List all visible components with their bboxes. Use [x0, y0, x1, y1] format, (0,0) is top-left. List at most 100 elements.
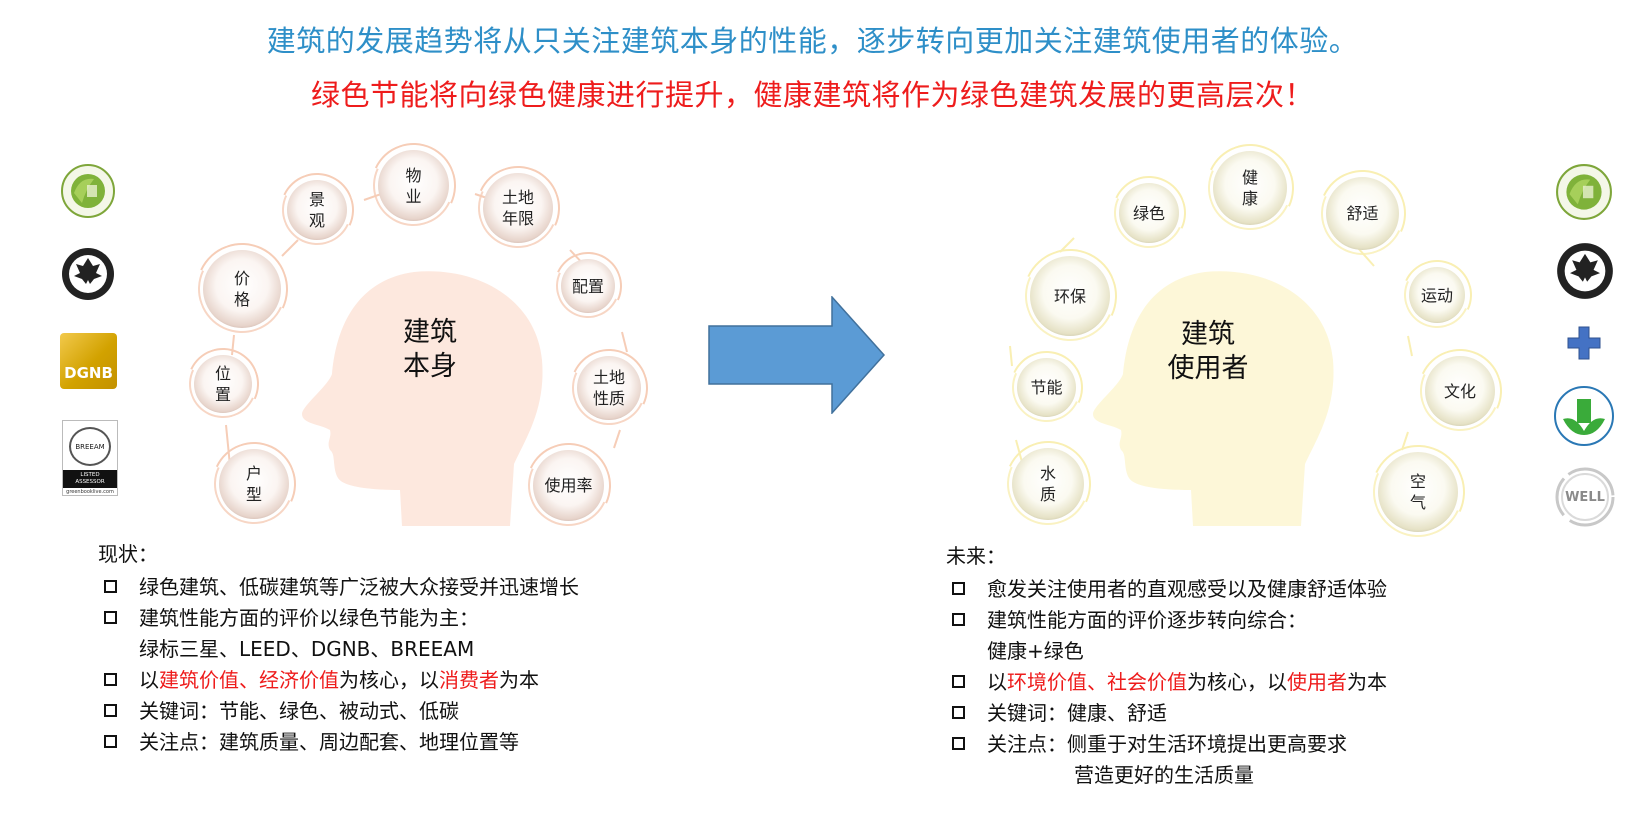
right-center-label: 建筑 使用者	[1167, 319, 1249, 384]
list-item: 建筑性能方面的评价以绿色节能为主：	[98, 604, 579, 635]
list-item: 绿色建筑、低碳建筑等广泛被大众接受并迅速增长	[98, 573, 579, 604]
checkbox-square-icon	[104, 580, 117, 593]
right-bubble-energy-saving: 节能	[999, 340, 1094, 435]
left-bubble-landscape: 景 观	[269, 162, 365, 258]
right-bubble-air: 空 气	[1357, 431, 1479, 553]
list-item-text: 关注点：建筑质量、周边配套、地理位置等	[139, 728, 519, 756]
headline-trend: 建筑的发展趋势将从只关注建筑本身的性能，逐步转向更加关注建筑使用者的体验。	[266, 24, 1359, 58]
breeam-badge: LISTED ASSESSOR	[63, 470, 117, 488]
green-building-label-icon	[61, 164, 115, 218]
list-item: 关键词：节能、绿色、被动式、低碳	[98, 697, 579, 728]
green-building-label-logo	[60, 163, 116, 219]
green-building-label-icon	[1556, 164, 1612, 220]
right-bubble-culture: 文化	[1406, 337, 1514, 445]
list-item-text: 建筑性能方面的评价以绿色节能为主：	[139, 604, 479, 632]
highlight-text: 建筑价值、经济价值	[159, 668, 339, 692]
connector-line	[1009, 345, 1013, 367]
checkbox-square-icon	[104, 735, 117, 748]
right-bubble-health: 健 康	[1193, 131, 1307, 245]
checkbox-square-icon	[104, 673, 117, 686]
leed-usgbc-logo	[60, 246, 116, 302]
connector-line	[1407, 335, 1413, 357]
connector-line	[613, 429, 621, 449]
breeam-seal: BREEAM	[69, 427, 111, 466]
list-item: 关注点：建筑质量、周边配套、地理位置等	[98, 728, 579, 759]
list-item-text: 以环境价值、社会价值为核心，以使用者为本	[987, 668, 1387, 696]
right-bubble-water-quality: 水 质	[992, 428, 1104, 540]
left-bubble-location: 位 置	[176, 337, 270, 431]
text-segment: 为本	[499, 668, 539, 692]
checkbox-square-icon	[952, 706, 965, 719]
well-logo-text: WELL	[1565, 489, 1605, 505]
list-item-text: 关键词：健康、舒适	[987, 699, 1167, 727]
leed-leaf-icon	[1557, 243, 1613, 299]
list-item: 关注点：侧重于对生活环境提出更高要求	[946, 730, 1387, 761]
left-bubble-property-mgmt: 物 业	[359, 131, 468, 240]
list-item-text: 建筑性能方面的评价逐步转向综合：	[987, 606, 1307, 634]
checkbox-square-icon	[952, 613, 965, 626]
list-item-text: 绿色建筑、低碳建筑等广泛被大众接受并迅速增长	[139, 573, 579, 601]
left-bubble-land-term: 土地 年限	[464, 154, 572, 262]
list-item-continuation: 营造更好的生活质量	[1074, 763, 1254, 787]
text-segment: 关键词：节能、绿色、被动式、低碳	[139, 699, 459, 723]
checkbox-square-icon	[104, 704, 117, 717]
text-segment: 建筑性能方面的评价逐步转向综合：	[987, 608, 1307, 632]
right-bubble-environmental: 环保	[1009, 235, 1131, 357]
left-center-label: 建筑 本身	[403, 317, 457, 382]
left-bubble-unit-type: 户 型	[200, 430, 308, 538]
highlight-text: 消费者	[439, 668, 499, 692]
list-item-text: 关注点：侧重于对生活环境提出更高要求	[987, 730, 1347, 758]
highlight-text: 环境价值、社会价值	[1007, 670, 1187, 694]
breeam-logo-text: BREEAM	[75, 442, 105, 451]
text-segment: 以	[139, 668, 159, 692]
checkbox-square-icon	[952, 675, 965, 688]
text-segment: 绿色建筑、低碳建筑等广泛被大众接受并迅速增长	[139, 575, 579, 599]
list-item-continuation: 健康+绿色	[987, 639, 1084, 663]
right-bubble-green: 绿色	[1101, 165, 1197, 261]
left-bubble-facilities: 配置	[544, 242, 632, 330]
well-ring-icon	[1555, 467, 1615, 527]
connector-line	[1357, 247, 1375, 267]
text-segment: 关键词：健康、舒适	[987, 701, 1167, 725]
text-segment: 为本	[1347, 670, 1387, 694]
text-segment: 为核心，以	[339, 668, 439, 692]
healthy-building-icon	[1554, 386, 1614, 446]
text-segment: 建筑性能方面的评价以绿色节能为主：	[139, 606, 479, 630]
list-item-text: 愈发关注使用者的直观感受以及健康舒适体验	[987, 575, 1387, 603]
checkbox-square-icon	[952, 582, 965, 595]
connector-line	[1059, 237, 1075, 253]
list-item: 关键词：健康、舒适	[946, 699, 1387, 730]
breeam-listed-assessor-logo: BREEAM LISTED ASSESSOR greenbooklive.com	[62, 420, 118, 496]
left-head-silhouette	[302, 271, 543, 526]
connector-line	[621, 331, 628, 353]
list-item-continuation: 绿标三星、LEED、DGNB、BREEAM	[139, 637, 475, 661]
connector-line	[1401, 431, 1409, 451]
breeam-site: greenbooklive.com	[66, 489, 114, 495]
right-leed-usgbc-logo	[1555, 240, 1615, 302]
connector-line	[281, 239, 299, 257]
text-segment: 关注点：建筑质量、周边配套、地理位置等	[139, 730, 519, 754]
highlight-text: 使用者	[1287, 670, 1347, 694]
checkbox-square-icon	[952, 737, 965, 750]
right-future-list: 未来： 愈发关注使用者的直观感受以及健康舒适体验建筑性能方面的评价逐步转向综合：…	[946, 540, 1387, 792]
text-segment: 关注点：侧重于对生活环境提出更高要求	[987, 732, 1347, 756]
dgnb-logo-text: DGNB	[64, 364, 113, 382]
list-item-text: 关键词：节能、绿色、被动式、低碳	[139, 697, 459, 725]
right-bubble-exercise: 运动	[1392, 250, 1482, 340]
list-item: 以环境价值、社会价值为核心，以使用者为本	[946, 668, 1387, 699]
list-item: 以建筑价值、经济价值为核心，以消费者为本	[98, 666, 579, 697]
left-bubble-price: 价 格	[183, 230, 301, 348]
healthy-building-label-logo	[1553, 385, 1615, 447]
left-status-list: 现状： 绿色建筑、低碳建筑等广泛被大众接受并迅速增长建筑性能方面的评价以绿色节能…	[98, 538, 579, 759]
right-bubble-comfort: 舒适	[1306, 157, 1419, 270]
text-segment: 愈发关注使用者的直观感受以及健康舒适体验	[987, 577, 1387, 601]
list-item: 建筑性能方面的评价逐步转向综合：	[946, 606, 1387, 637]
left-bubble-land-nature: 土地 性质	[559, 338, 659, 438]
plus-icon	[1566, 325, 1602, 361]
transition-arrow-icon	[708, 296, 886, 414]
connector-line	[231, 334, 235, 356]
left-list-title: 现状：	[98, 542, 158, 566]
dgnb-logo: DGNB	[60, 333, 117, 389]
right-head-silhouette	[1093, 271, 1334, 526]
text-segment: 为核心，以	[1187, 670, 1287, 694]
